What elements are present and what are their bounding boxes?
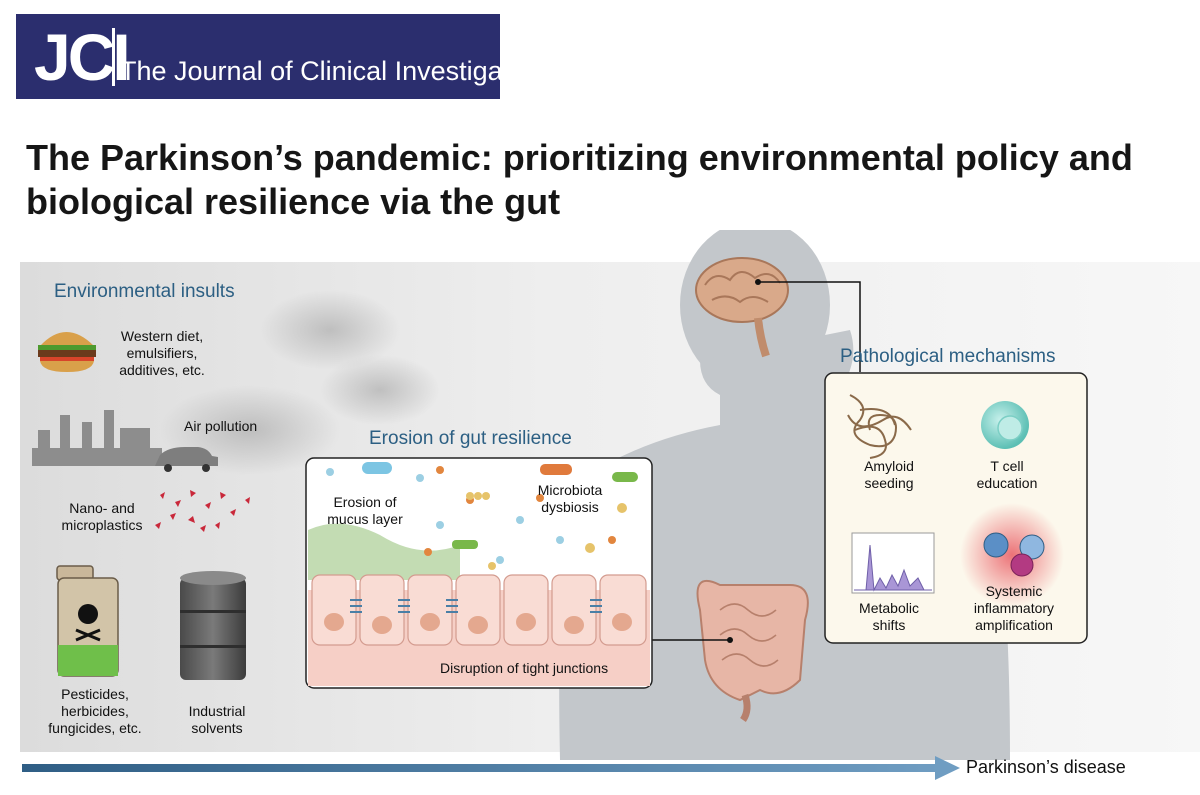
metabolic-label: Metabolic shifts: [859, 600, 919, 633]
gut-panel: [305, 457, 653, 689]
bacterium: [362, 462, 392, 474]
brain-icon: [695, 257, 789, 358]
metabolic-chart-icon: [851, 532, 935, 594]
intestine-icon: [696, 579, 809, 723]
bacterium: [540, 464, 572, 475]
inflammatory-cells-icon: [960, 503, 1064, 607]
environmental-insults-heading: Environmental insults: [54, 281, 235, 302]
insult-label-air: Air pollution: [184, 418, 258, 434]
tcell-label: T cell education: [976, 458, 1038, 491]
pathology-panel: [824, 372, 1088, 644]
amyloid-fibril-icon: [847, 394, 912, 459]
amyloid-label: Amyloid seeding: [864, 458, 914, 491]
solvent-drum-icon: [180, 571, 246, 680]
smoke-cloud: [260, 290, 400, 370]
journal-name: The Journal of Clinical Investigation: [120, 56, 547, 86]
timeline-arrow: [22, 764, 940, 772]
inflammatory-label: Systemic inflammatory amplification: [973, 583, 1055, 633]
gut-resilience-heading: Erosion of gut resilience: [369, 428, 572, 449]
logo-divider: [112, 28, 115, 86]
journal-header: JCI The Journal of Clinical Investigatio…: [16, 14, 546, 99]
factory-icon: [32, 410, 162, 466]
bacterium: [612, 472, 638, 482]
smoke-cloud: [320, 355, 440, 425]
tight-junctions-label: Disruption of tight junctions: [440, 660, 609, 676]
pathological-mechanisms-heading: Pathological mechanisms: [840, 346, 1056, 367]
burger-icon: [38, 332, 96, 372]
mucus-erosion-label: Erosion of mucus layer: [327, 494, 403, 527]
insult-label-plastics: Nano- and microplastics: [61, 500, 143, 533]
insult-label-diet: Western diet, emulsifiers, additives, et…: [119, 328, 205, 378]
microplastics-icon: [155, 490, 250, 532]
figure-artwork: [20, 230, 1200, 780]
timeline-arrowhead: [935, 756, 960, 780]
insult-label-solvents: Industrial solvents: [188, 703, 246, 736]
car-icon: [155, 447, 218, 472]
bacterium: [452, 540, 478, 549]
timeline-label: Parkinson’s disease: [966, 757, 1126, 777]
pesticide-jug-icon: [56, 565, 119, 677]
tcell-icon: [981, 401, 1029, 449]
article-title: The Parkinson’s pandemic: prioritizing e…: [26, 137, 1133, 222]
dysbiosis-label: Microbiota dysbiosis: [537, 482, 603, 515]
brain-connector: [758, 281, 861, 372]
insult-label-pesticides: Pesticides, herbicides, fungicides, etc.: [48, 686, 142, 736]
